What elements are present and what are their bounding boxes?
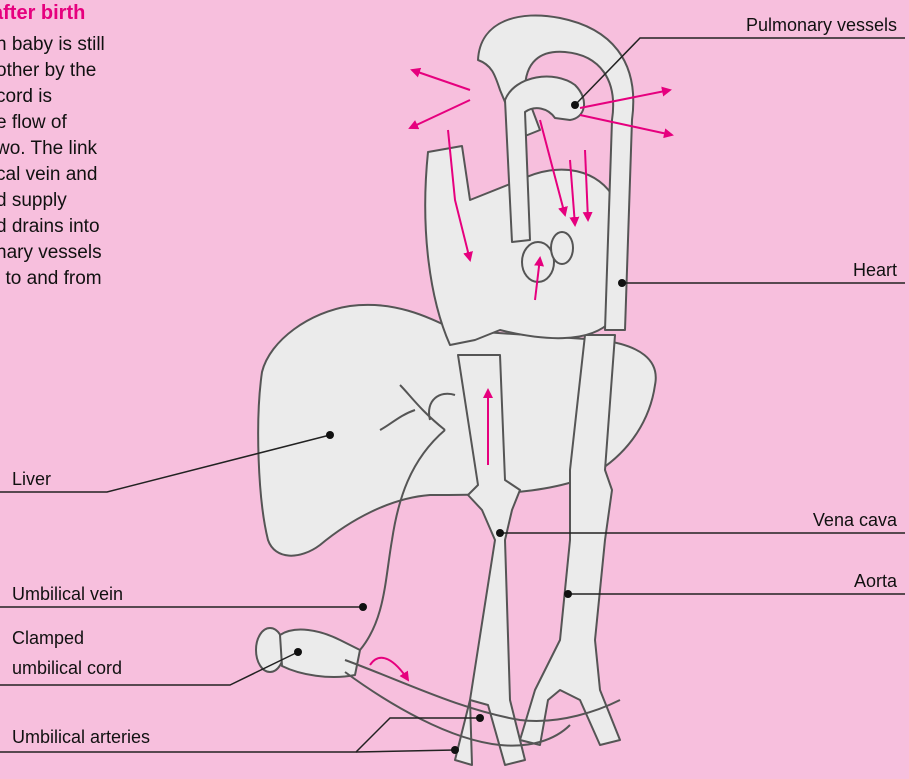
valve-shape xyxy=(551,232,573,264)
cord-clamp-shape xyxy=(280,630,360,677)
label-aorta: Aorta xyxy=(854,570,897,592)
label-pulmonary-vessels: Pulmonary vessels xyxy=(746,14,897,36)
flow-arrow xyxy=(412,70,470,90)
label-clamped-cord-line2: umbilical cord xyxy=(12,657,122,679)
label-umbilical-arteries: Umbilical arteries xyxy=(12,726,150,748)
label-umbilical-vein: Umbilical vein xyxy=(12,583,123,605)
label-liver: Liver xyxy=(12,468,51,490)
flow-arrow xyxy=(410,100,470,128)
label-heart: Heart xyxy=(853,259,897,281)
label-vena-cava: Vena cava xyxy=(813,509,897,531)
label-clamped-cord-line1: Clamped xyxy=(12,627,84,649)
